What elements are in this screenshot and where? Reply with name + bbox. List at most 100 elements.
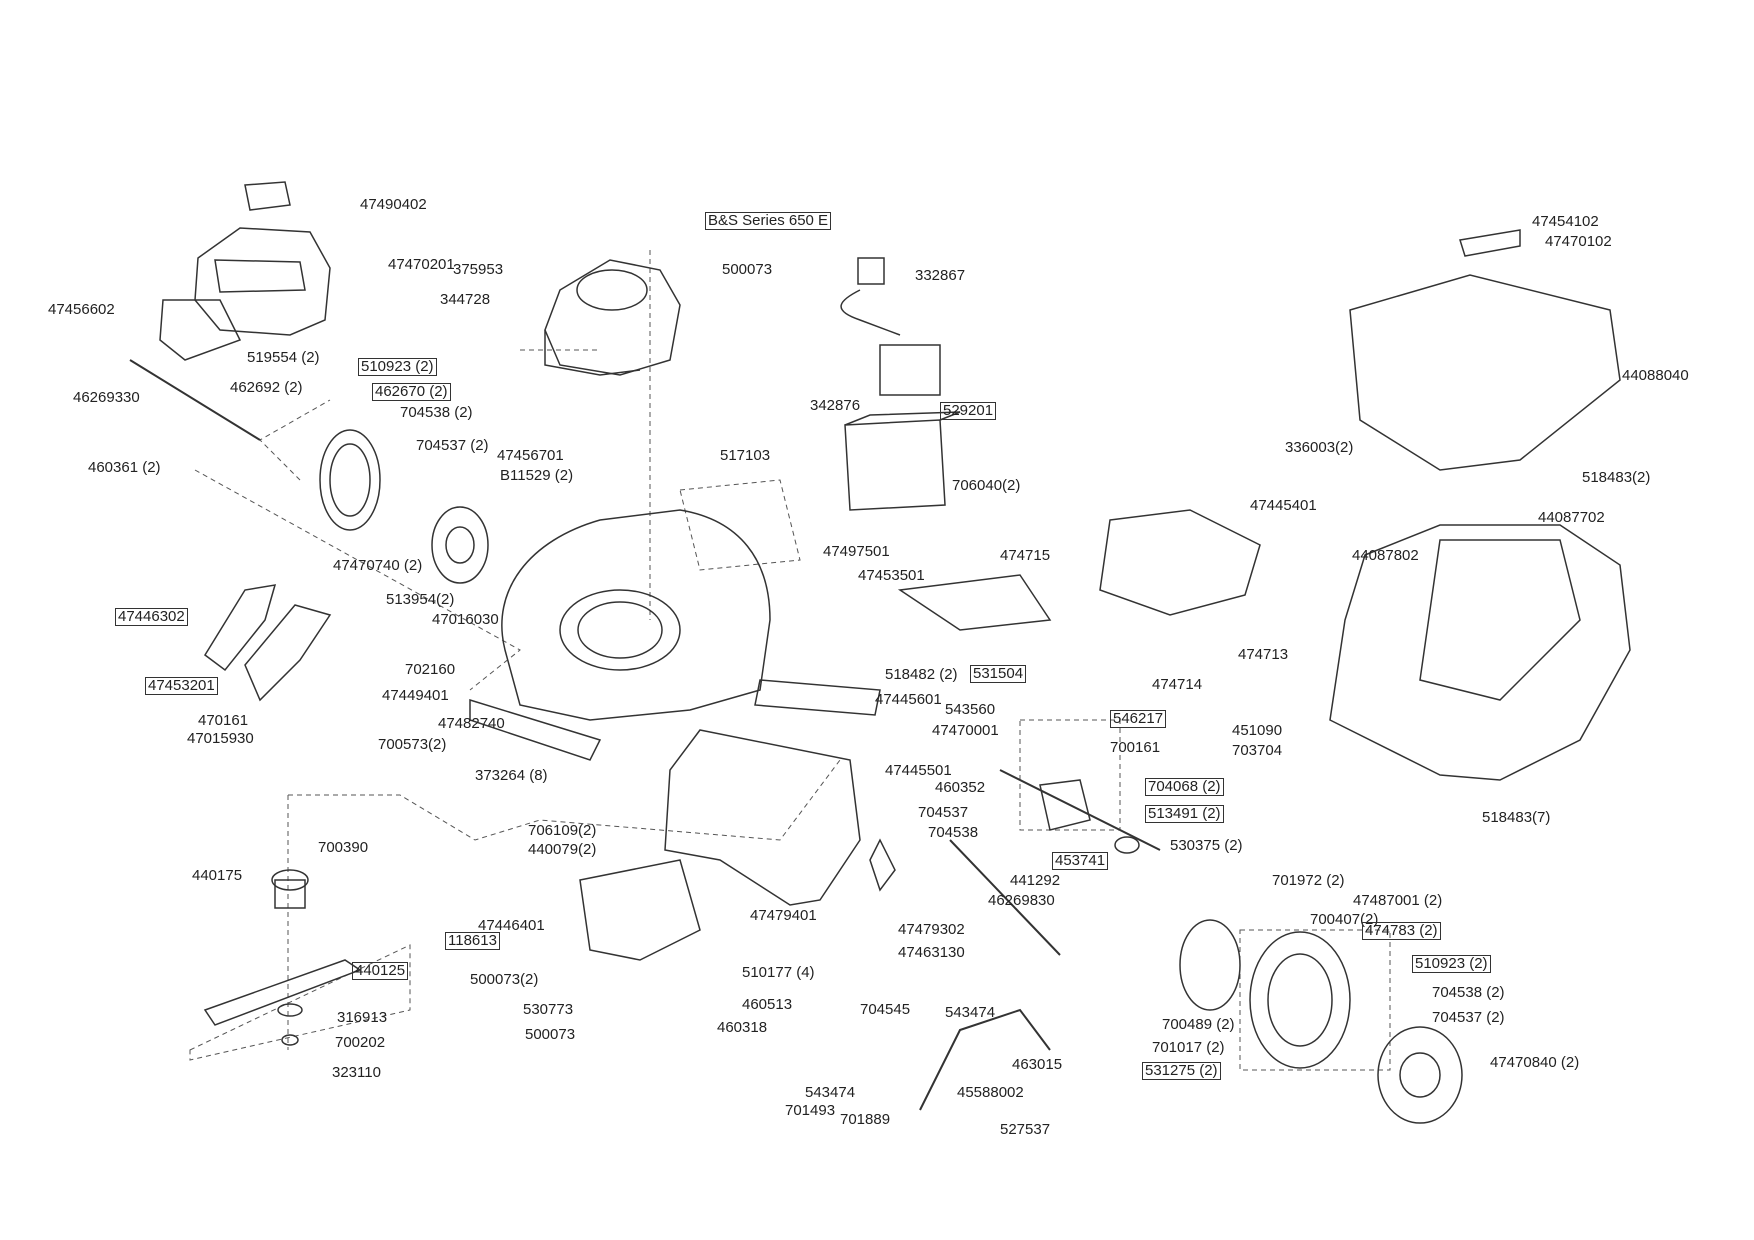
blade-part	[203, 869, 362, 1046]
part-label: 44087802	[1352, 547, 1419, 564]
part-label: 47015930	[187, 730, 254, 747]
part-label-boxed: 513491 (2)	[1145, 805, 1224, 823]
part-label: 703704	[1232, 742, 1283, 759]
part-label: 701972 (2)	[1272, 872, 1345, 889]
part-label: 44087702	[1538, 509, 1605, 526]
part-label: 460318	[717, 1019, 768, 1036]
part-label-boxed: 440125	[352, 962, 409, 980]
handle-cover-part	[159, 181, 331, 361]
catcher-bag-part	[1329, 524, 1631, 781]
engine-part	[544, 259, 681, 376]
part-label: 460361 (2)	[88, 459, 161, 476]
part-label: 373264 (8)	[475, 767, 548, 784]
part-label: 500073	[525, 1026, 576, 1043]
part-label: 342876	[810, 397, 861, 414]
part-label: 323110	[332, 1064, 381, 1081]
part-label: 470161	[198, 712, 249, 729]
part-label: 706109(2)	[528, 822, 597, 839]
part-label: 518483(2)	[1582, 469, 1651, 486]
part-label: 700407(2)	[1310, 911, 1379, 928]
part-label: 700202	[335, 1034, 386, 1051]
rear-wheel-part	[1179, 919, 1463, 1124]
part-label: 704538 (2)	[1432, 984, 1505, 1001]
part-label: 530773	[523, 1001, 574, 1018]
part-label: 45588002	[957, 1084, 1024, 1101]
part-label: 500073	[722, 261, 773, 278]
part-label: 704537 (2)	[1432, 1009, 1505, 1026]
part-label-boxed: B&S Series 650 E	[705, 212, 832, 230]
part-label: 47487001 (2)	[1353, 892, 1443, 909]
part-label: 460352	[935, 779, 986, 796]
part-label: 440175	[192, 867, 243, 884]
part-label: 47470201	[388, 256, 455, 273]
part-label-boxed: 510923 (2)	[358, 358, 437, 376]
part-label-boxed: 529201	[940, 402, 997, 420]
part-label-boxed: 510923 (2)	[1412, 955, 1491, 973]
charger-battery-part	[840, 257, 961, 511]
part-label: 518482 (2)	[885, 666, 958, 683]
part-label: 47449401	[382, 687, 449, 704]
part-label: 47456701	[497, 447, 564, 464]
part-label: 47453501	[858, 567, 925, 584]
part-label-boxed: 47446302	[115, 608, 188, 626]
part-label: 704537 (2)	[416, 437, 489, 454]
part-label: 47479302	[898, 921, 965, 938]
part-label: 375953	[453, 261, 504, 278]
side-flap-part	[204, 584, 332, 702]
part-label: 704537	[918, 804, 969, 821]
part-label: 46269330	[73, 389, 140, 406]
rear-chute-part	[579, 679, 881, 961]
part-label: 451090	[1232, 722, 1283, 739]
part-label: 47016030	[432, 611, 499, 628]
part-label-boxed: 453741	[1052, 852, 1109, 870]
part-label: 474715	[1000, 547, 1051, 564]
part-label: 704538	[928, 824, 979, 841]
catcher-top-part	[1349, 229, 1621, 471]
part-label: 47482740	[438, 715, 505, 732]
part-label: 316913	[337, 1009, 388, 1026]
mower-deck-part	[469, 509, 771, 761]
part-label: 518483(7)	[1482, 809, 1551, 826]
part-label: 474714	[1152, 676, 1203, 693]
part-label: 706040(2)	[952, 477, 1021, 494]
part-label: 519554 (2)	[247, 349, 320, 366]
part-label: 47470001	[932, 722, 999, 739]
part-label: 510177 (4)	[742, 964, 815, 981]
part-label: 700489 (2)	[1162, 1016, 1235, 1033]
part-label: 44088040	[1622, 367, 1689, 384]
part-label: 543474	[945, 1004, 996, 1021]
mulch-plug-part	[897, 509, 1261, 631]
part-label: B11529 (2)	[500, 467, 574, 484]
part-label: 500073(2)	[470, 971, 539, 988]
part-label: 474713	[1238, 646, 1289, 663]
axle-part	[869, 838, 1061, 1111]
gearbox-part	[999, 769, 1161, 854]
part-label: 47479401	[750, 907, 817, 924]
part-label: 47456602	[48, 301, 115, 318]
part-label: 47490402	[360, 196, 427, 213]
part-label-boxed: 118613	[445, 932, 500, 950]
part-label: 527537	[1000, 1121, 1051, 1138]
part-label-boxed: 546217	[1110, 710, 1167, 728]
part-label: 332867	[915, 267, 966, 284]
part-label: 462692 (2)	[230, 379, 303, 396]
part-label-boxed: 531275 (2)	[1142, 1062, 1221, 1080]
part-label-boxed: 704068 (2)	[1145, 778, 1224, 796]
part-label: 704545	[860, 1001, 911, 1018]
part-label: 701889	[840, 1111, 891, 1128]
part-label: 463015	[1012, 1056, 1063, 1073]
part-label: 513954(2)	[386, 591, 455, 608]
part-label: 700573(2)	[378, 736, 447, 753]
part-label: 47446401	[478, 917, 545, 934]
part-label: 47445501	[885, 762, 952, 779]
part-label: 47470102	[1545, 233, 1612, 250]
part-label: 704538 (2)	[400, 404, 473, 421]
part-label: 47454102	[1532, 213, 1599, 230]
part-label: 47445601	[875, 691, 942, 708]
part-label: 47463130	[898, 944, 965, 961]
part-label: 47445401	[1250, 497, 1317, 514]
part-label-boxed: 531504	[970, 665, 1027, 683]
part-label: 440079(2)	[528, 841, 597, 858]
